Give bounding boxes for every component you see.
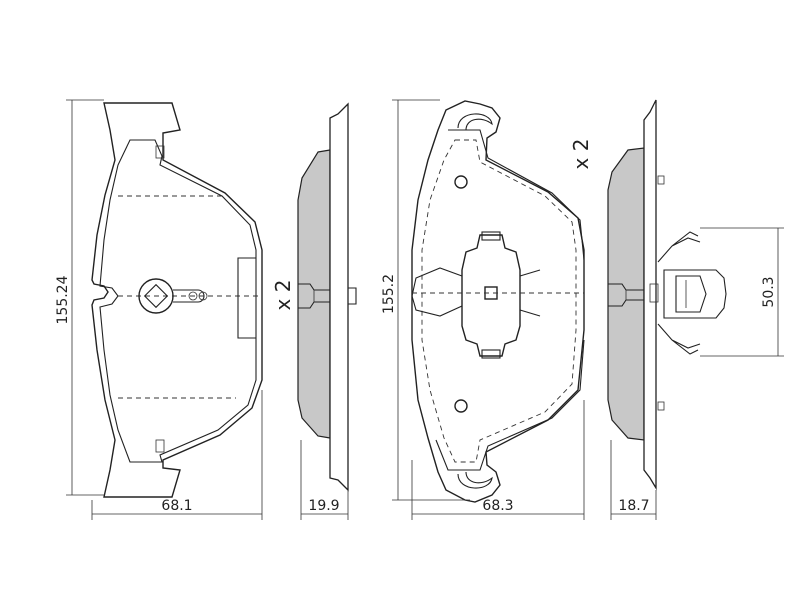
pad2-top-hole <box>454 175 468 189</box>
pad1-sensor-lug <box>173 289 205 303</box>
pad2-clip-height-dimension: 50.3 <box>700 227 784 357</box>
pad1-side-backing <box>329 102 349 492</box>
pad2-front-view <box>411 100 585 503</box>
pad1-backing-plate <box>91 102 263 498</box>
pad1-front-view <box>91 102 263 498</box>
pad1-side-slot <box>298 283 330 309</box>
pad2-side-slot <box>608 283 644 307</box>
pad2-bottom-hole <box>454 399 468 413</box>
pad2-clip-arm-right <box>519 269 541 317</box>
pad1-quantity-label: x 2 <box>271 280 295 311</box>
pad2-clip-top <box>481 231 501 241</box>
pad2-spring-clip <box>657 231 727 355</box>
pad1-friction-outline <box>99 139 257 463</box>
pad1-sensor-ring <box>138 278 174 314</box>
pad2-friction-dashed <box>421 139 577 463</box>
pad2-clip-height-label: 50.3 <box>761 276 777 307</box>
pad1-height-label: 155.24 <box>55 275 71 324</box>
pad1-sensor-pin <box>188 291 198 301</box>
pad2-height-label: 155.2 <box>381 274 397 314</box>
pad2-backing-plate <box>411 100 585 503</box>
pad1-sensor-square <box>143 283 169 309</box>
pad1-side-tab <box>348 287 357 305</box>
pad1-top-tab <box>155 145 165 159</box>
pad2-clip-arm-left <box>411 267 463 317</box>
pad2-top-ear <box>457 113 493 131</box>
pad1-height-dimension: 155.24 <box>55 99 104 496</box>
pad2-thickness-label: 18.7 <box>618 498 649 514</box>
pad2-quantity-label: x 2 <box>569 139 593 170</box>
pad2-bottom-ear <box>457 471 493 489</box>
pad1-bottom-tab <box>155 439 165 453</box>
pad2-width-dimension: 68.3 <box>411 400 585 520</box>
pad1-width-dimension: 68.1 <box>91 390 263 520</box>
pad2-height-dimension: 155.2 <box>381 99 470 501</box>
pad1-width-label: 68.1 <box>161 498 192 514</box>
pad1-side-view <box>297 102 357 492</box>
pad1-thickness-label: 19.9 <box>308 498 339 514</box>
pad2-side-pin-top <box>657 175 665 185</box>
pad1-sensor-pin2 <box>198 291 208 301</box>
pad2-friction-outline <box>435 129 585 471</box>
pad1-thickness-dimension: 19.9 <box>300 440 349 520</box>
pad2-clip-bottom <box>481 349 501 359</box>
pad2-side-tab <box>649 283 659 303</box>
pad2-width-label: 68.3 <box>482 498 513 514</box>
pad2-side-view <box>607 99 727 491</box>
pad1-right-notch <box>237 257 256 339</box>
pad2-center-clip <box>461 234 521 357</box>
pad2-thickness-dimension: 18.7 <box>610 440 657 520</box>
pad2-side-pin-bottom <box>657 401 665 411</box>
pad2-clip-body <box>675 275 707 313</box>
